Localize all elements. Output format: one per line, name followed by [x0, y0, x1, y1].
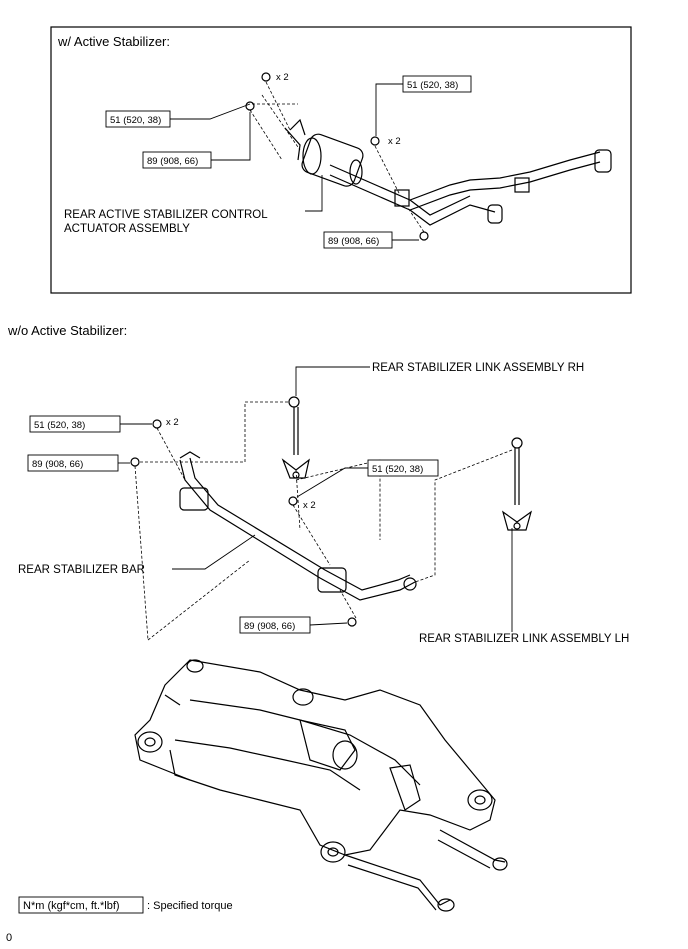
link-lh-label: REAR STABILIZER LINK ASSEMBLY LH — [419, 633, 629, 645]
section-title-no-active: w/o Active Stabilizer: — [7, 323, 127, 338]
illustration-code: 0 — [6, 932, 12, 944]
torque-value: 51 (520, 38) — [407, 80, 458, 91]
torque-value: 89 (908, 66) — [328, 236, 379, 247]
active-stabilizer-drawing — [245, 72, 612, 241]
stabilizer-link-rh — [281, 396, 310, 479]
torque-value: 51 (520, 38) — [372, 464, 423, 475]
legend-description: : Specified torque — [147, 900, 233, 912]
stabilizer-bar — [179, 451, 417, 601]
actuator-label-line2: ACTUATOR ASSEMBLY — [64, 223, 190, 235]
quantity-label: x 2 — [276, 72, 289, 83]
section-title-active: w/ Active Stabilizer: — [57, 34, 170, 49]
torque-value: 89 (908, 66) — [32, 459, 83, 470]
active-stabilizer-panel — [50, 26, 632, 294]
quantity-label: x 2 — [388, 136, 401, 147]
torque-value: 89 (908, 66) — [147, 156, 198, 167]
actuator-label-line1: REAR ACTIVE STABILIZER CONTROL — [64, 209, 268, 221]
torque-value: 51 (520, 38) — [34, 420, 85, 431]
legend-unit: N*m (kgf*cm, ft.*lbf) — [23, 900, 120, 912]
legend-torque-box — [18, 896, 144, 914]
stabilizer-link-lh — [501, 437, 533, 531]
rear-suspension-member — [134, 659, 508, 912]
stabilizer-bar-label: REAR STABILIZER BAR — [18, 564, 145, 576]
torque-value: 89 (908, 66) — [244, 621, 295, 632]
torque-value: 51 (520, 38) — [110, 115, 161, 126]
quantity-label: x 2 — [166, 417, 179, 428]
link-rh-label: REAR STABILIZER LINK ASSEMBLY RH — [372, 362, 584, 374]
quantity-label: x 2 — [303, 500, 316, 511]
